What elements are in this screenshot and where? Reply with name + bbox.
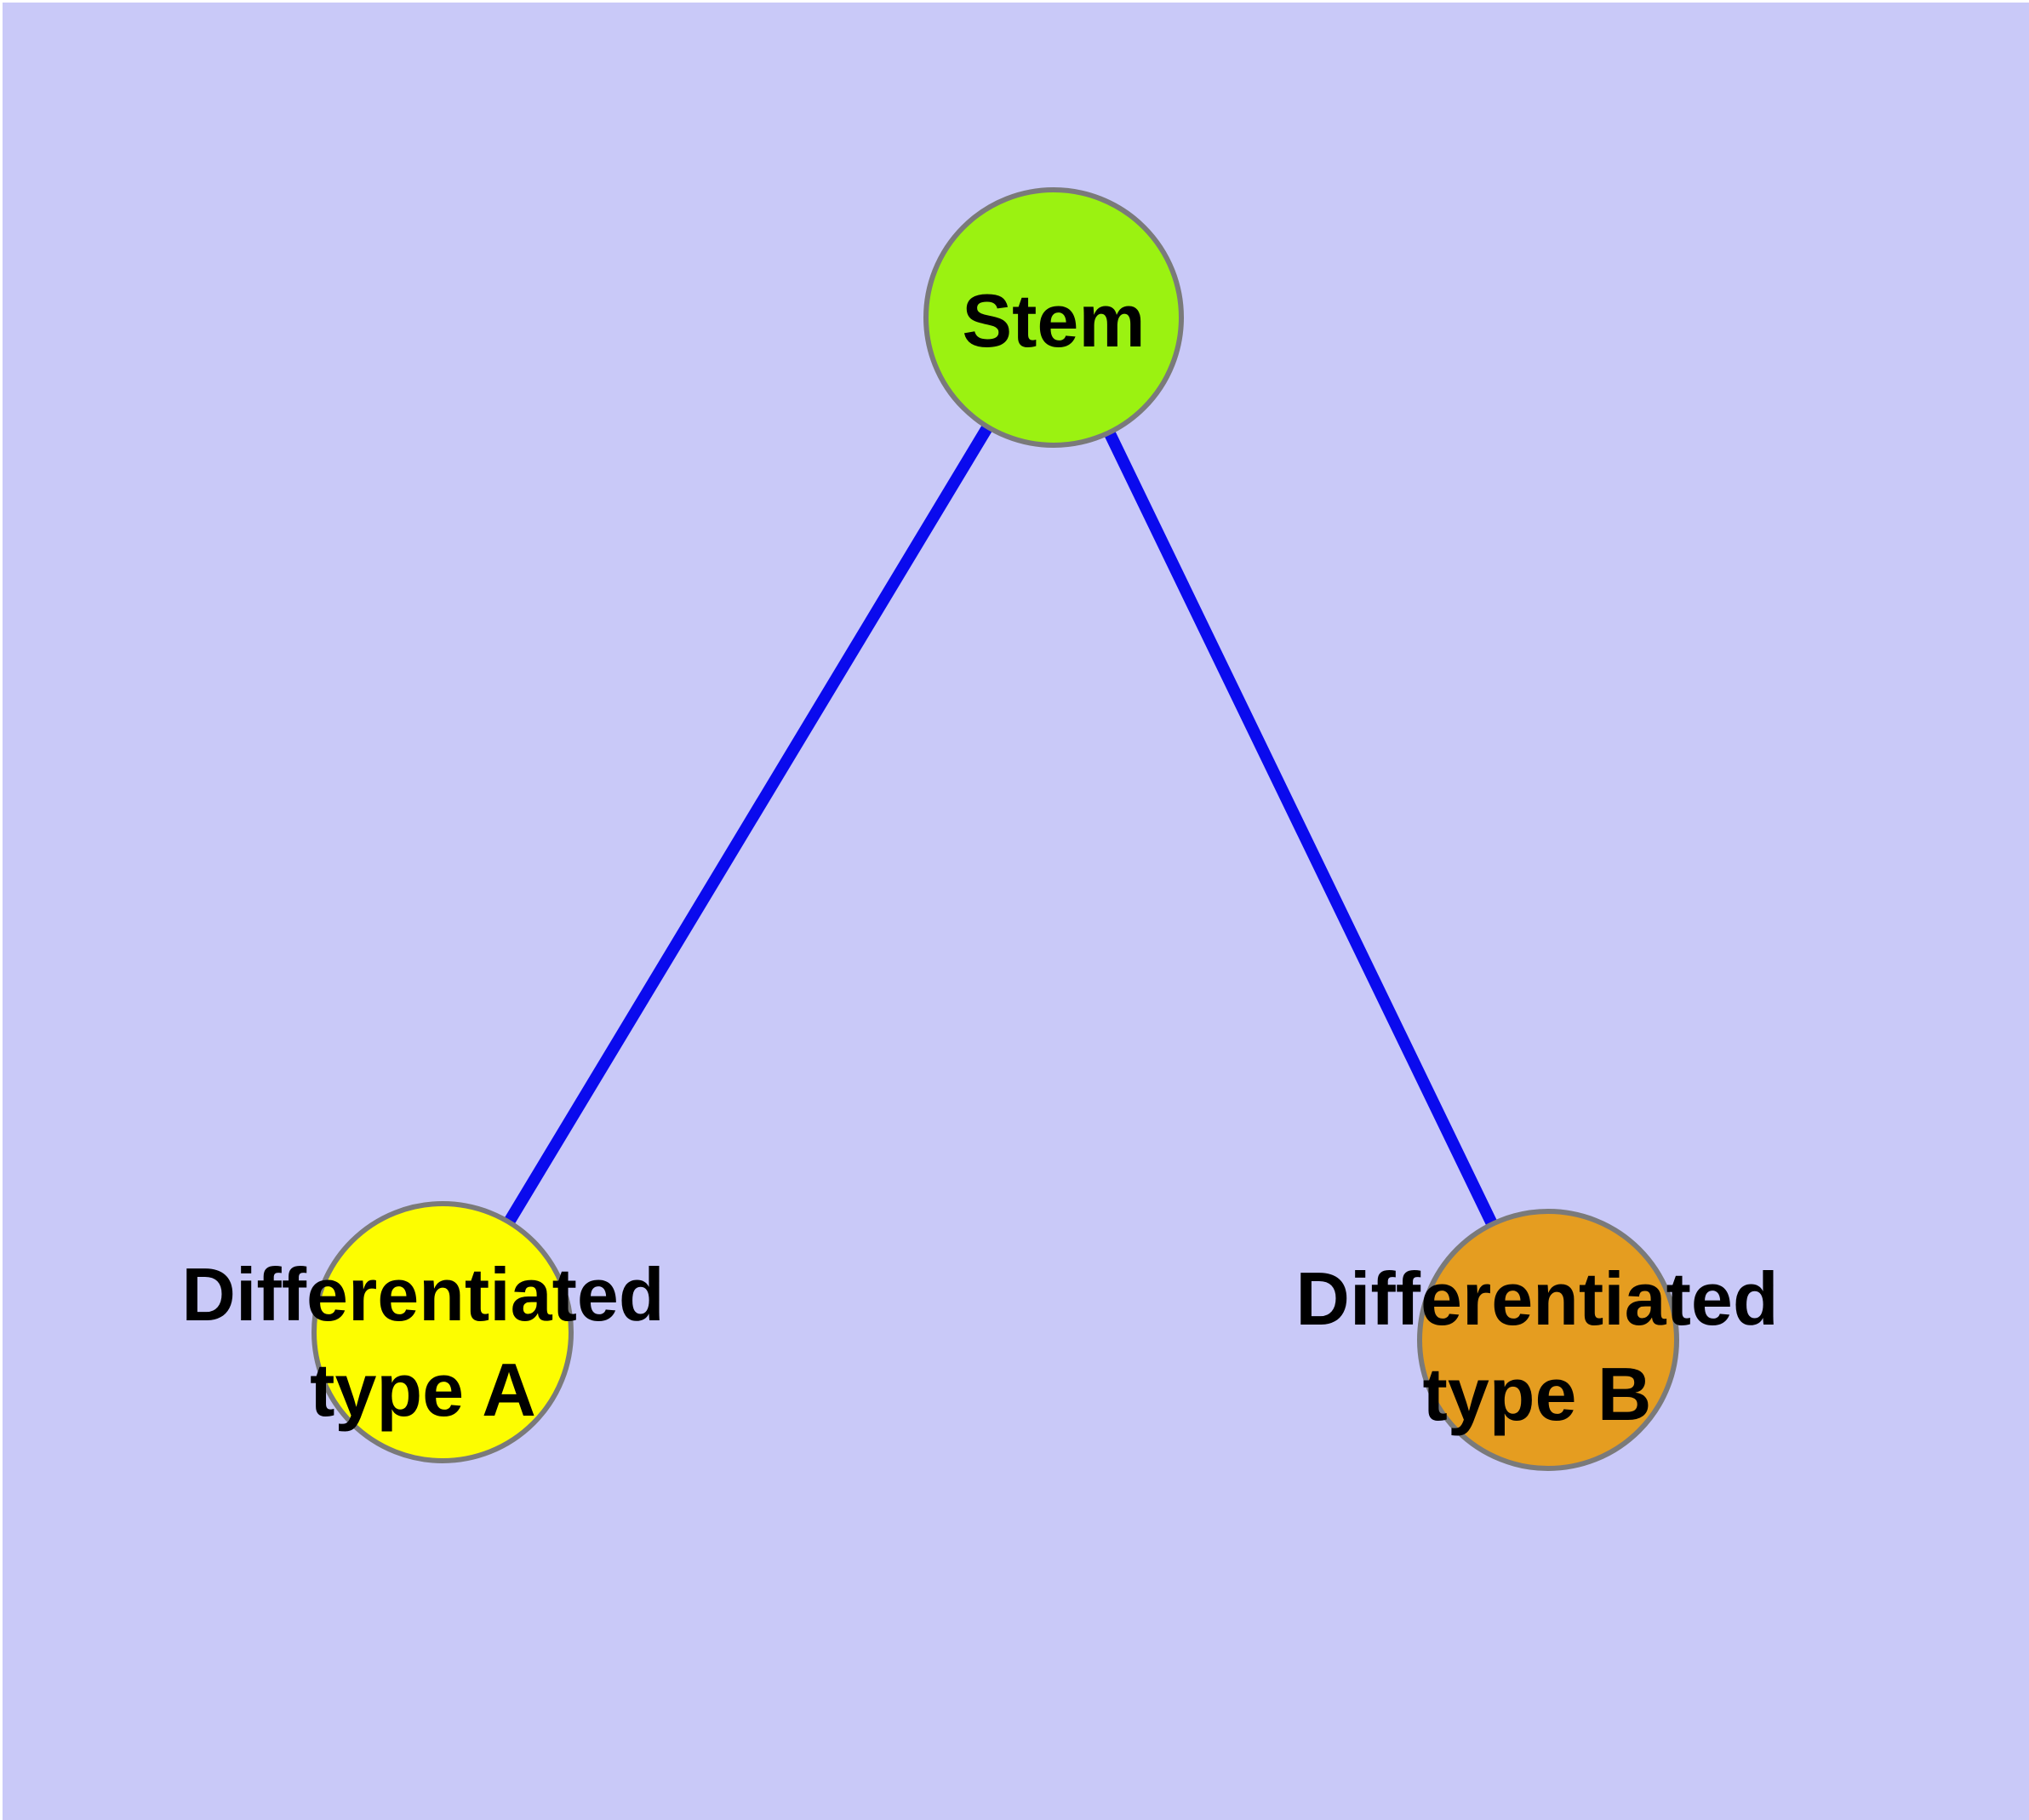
node-type-a-label-line2: type A [310,1348,536,1432]
edge-stem-to-type-a [437,314,1059,1336]
node-type-a-label-line1: Differentiated [181,1252,664,1336]
node-type-a-circle [311,1201,574,1463]
node-stem-label: Stem [962,278,1145,363]
node-type-b-label-line1: Differentiated [1295,1256,1778,1341]
edge-stem-to-type-b [1048,314,1554,1343]
node-type-b-label-line2: type B [1423,1352,1652,1436]
node-stem-circle [923,187,1184,448]
node-type-b-circle [1417,1209,1679,1471]
